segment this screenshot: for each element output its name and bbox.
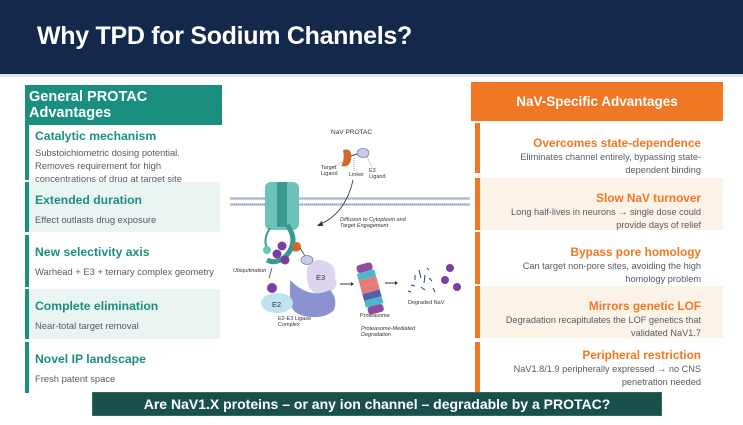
item-heading: Novel IP landscape bbox=[35, 352, 146, 366]
item-desc: Warhead + E3 + ternary complex geometry bbox=[35, 266, 214, 277]
left-item-elimination: Complete elimination Near-total target r… bbox=[25, 289, 220, 339]
accent-bar bbox=[475, 342, 480, 392]
proteasome-icon bbox=[356, 262, 384, 315]
item-heading: Extended duration bbox=[35, 193, 142, 207]
accent-bar bbox=[475, 123, 480, 173]
protac-molecule bbox=[330, 148, 373, 172]
right-item-genetic-lof: Mirrors genetic LOF Degradation recapitu… bbox=[475, 286, 723, 338]
diffusion-label: Diffusion to Cytoplasm and Target Engage… bbox=[340, 217, 406, 229]
accent-bar bbox=[25, 125, 29, 180]
protac-mechanism-diagram: NaV PROTAC Target Ligand Linker E3 Ligan… bbox=[225, 120, 470, 345]
item-heading: Overcomes state-dependence bbox=[533, 136, 701, 150]
item-desc: NaV1.8/1.9 peripherally expressed → no C… bbox=[513, 364, 701, 387]
accent-bar bbox=[475, 232, 480, 284]
slide-title: Why TPD for Sodium Channels? bbox=[37, 22, 412, 50]
protac-label: NaV PROTAC bbox=[331, 129, 373, 136]
item-heading: Complete elimination bbox=[35, 299, 159, 313]
item-heading: Catalytic mechanism bbox=[35, 129, 157, 143]
item-desc: Near-total target removal bbox=[35, 320, 139, 331]
right-item-state-dependence: Overcomes state-dependence Eliminates ch… bbox=[475, 123, 723, 175]
proteasome-label: Proteasome bbox=[360, 313, 390, 319]
accent-bar bbox=[475, 178, 480, 230]
target-ligand-label: Target Ligand bbox=[321, 165, 338, 177]
item-heading: New selectivity axis bbox=[35, 245, 150, 259]
diagram-graphics bbox=[230, 148, 470, 318]
item-heading: Mirrors genetic LOF bbox=[588, 299, 701, 313]
item-heading: Bypass pore homology bbox=[570, 245, 701, 259]
ubiquitination-arrow bbox=[268, 267, 273, 279]
e3-ligase-icon bbox=[289, 260, 337, 318]
left-panel-header: General PROTAC Advantages bbox=[25, 85, 222, 125]
bound-target-ligand bbox=[293, 242, 301, 252]
item-heading: Slow NaV turnover bbox=[596, 191, 701, 205]
title-divider bbox=[0, 74, 743, 77]
e3-ligand-label: E3 Ligand bbox=[369, 168, 386, 180]
e2-label: E2 bbox=[272, 300, 282, 309]
item-desc: Eliminates channel entirely, bypassing s… bbox=[520, 152, 701, 175]
item-desc: Long half-lives in neurons → single dose… bbox=[511, 207, 701, 230]
left-item-ip: Novel IP landscape Fresh patent space bbox=[25, 342, 220, 393]
title-bar: Why TPD for Sodium Channels? bbox=[0, 0, 743, 74]
item-desc: Fresh patent space bbox=[35, 373, 116, 384]
accent-bar bbox=[25, 289, 29, 339]
sodium-channel-icon bbox=[263, 182, 299, 265]
item-desc: Degradation recapitulates the LOF geneti… bbox=[505, 315, 701, 338]
accent-bar bbox=[25, 342, 29, 393]
item-desc: Substoichiometric dosing potential. Remo… bbox=[35, 147, 182, 184]
ubiquitin-chain bbox=[267, 241, 290, 293]
right-item-pore-homology: Bypass pore homology Can target non-pore… bbox=[475, 232, 723, 284]
left-item-selectivity: New selectivity axis Warhead + E3 + tern… bbox=[25, 235, 220, 287]
degraded-fragments bbox=[407, 267, 436, 293]
linker-label: Linker bbox=[349, 172, 364, 178]
accent-bar bbox=[25, 182, 29, 232]
degraded-nav-label: Degraded NaV bbox=[408, 300, 445, 306]
bound-e3-ligand bbox=[300, 255, 314, 265]
item-desc: Can target non-pore sites, avoiding the … bbox=[522, 261, 701, 284]
left-item-catalytic: Catalytic mechanism Substoichiometric do… bbox=[25, 125, 220, 184]
e2-enzyme-icon bbox=[261, 293, 293, 313]
accent-bar bbox=[475, 286, 480, 338]
item-heading: Peripheral restriction bbox=[582, 348, 701, 362]
free-ubiquitin bbox=[441, 264, 461, 291]
right-item-turnover: Slow NaV turnover Long half-lives in neu… bbox=[475, 178, 723, 230]
right-item-peripheral: Peripheral restriction NaV1.8/1.9 periph… bbox=[475, 342, 723, 392]
e3-label: E3 bbox=[316, 273, 326, 282]
ubiquitination-label: Ubiquitination bbox=[233, 268, 267, 274]
proteasome-mediated-label: Proteasome-Mediated Degradation bbox=[361, 326, 416, 338]
ligase-complex-label: E2-E3 Ligase Complex bbox=[278, 316, 312, 328]
accent-bar bbox=[25, 235, 29, 287]
right-panel-header: NaV-Specific Advantages bbox=[471, 82, 723, 121]
left-item-duration: Extended duration Effect outlasts drug e… bbox=[25, 182, 220, 232]
question-banner: Are NaV1.X proteins – or any ion channel… bbox=[92, 392, 662, 416]
item-desc: Effect outlasts drug exposure bbox=[35, 214, 157, 225]
